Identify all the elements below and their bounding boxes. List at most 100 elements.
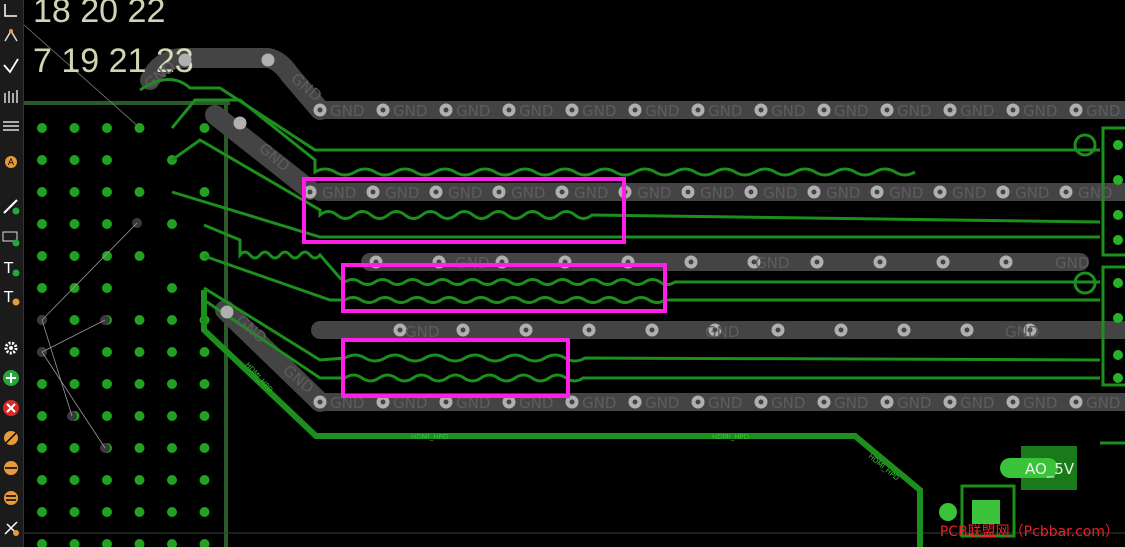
via-hole bbox=[748, 189, 754, 195]
via-hole bbox=[380, 399, 386, 405]
via-hole bbox=[460, 327, 466, 333]
gnd-label: GND bbox=[519, 102, 553, 120]
delete-icon[interactable] bbox=[1, 398, 21, 418]
via-hole bbox=[506, 107, 512, 113]
bga-pad bbox=[134, 507, 145, 517]
layer-icon[interactable] bbox=[1, 488, 21, 508]
measure-icon[interactable] bbox=[1, 428, 21, 448]
via-hole bbox=[937, 189, 943, 195]
trace bbox=[170, 98, 916, 177]
gnd-label: GND bbox=[393, 394, 427, 412]
gnd-label: GND bbox=[574, 184, 608, 202]
bga-pad bbox=[69, 347, 80, 357]
gnd-label: GND bbox=[645, 102, 679, 120]
bga-pad bbox=[37, 475, 47, 485]
via bbox=[178, 53, 192, 67]
via-hole bbox=[947, 107, 953, 113]
diff-pair-icon[interactable] bbox=[1, 56, 21, 76]
gnd-label: GND bbox=[1078, 184, 1112, 202]
length-tune-icon[interactable]: A bbox=[1, 150, 21, 170]
via-hole bbox=[649, 327, 655, 333]
bga-pad bbox=[69, 539, 80, 547]
add-icon[interactable] bbox=[1, 368, 21, 388]
multi-route-icon[interactable] bbox=[1, 86, 21, 106]
gnd-label: GND bbox=[393, 102, 427, 120]
via-hole bbox=[814, 259, 820, 265]
bga-pad bbox=[134, 347, 145, 357]
gnd-label: GND bbox=[708, 394, 742, 412]
add-component-icon[interactable] bbox=[1, 228, 21, 248]
bga-pad bbox=[37, 187, 47, 197]
bga-pad bbox=[199, 187, 210, 197]
highlight-box-3 bbox=[341, 338, 570, 398]
via-hole bbox=[874, 189, 880, 195]
bus-icon[interactable] bbox=[1, 116, 21, 136]
bga-pad bbox=[102, 507, 112, 517]
text-tool-alt-icon[interactable]: T bbox=[1, 287, 21, 307]
line-tool-icon[interactable] bbox=[1, 196, 21, 216]
route-tool-icon[interactable] bbox=[1, 0, 21, 20]
via-hole bbox=[940, 259, 946, 265]
gnd-label: GND bbox=[771, 394, 805, 412]
bga-pad bbox=[102, 379, 112, 389]
gnd-label: GND bbox=[897, 394, 931, 412]
bga-pad bbox=[102, 155, 112, 165]
bga-pad bbox=[37, 219, 47, 229]
bga-pad bbox=[167, 443, 177, 453]
svg-text:A: A bbox=[8, 158, 15, 168]
via-hole bbox=[443, 399, 449, 405]
cut-icon[interactable] bbox=[1, 518, 21, 538]
bga-pad bbox=[199, 347, 210, 357]
via-hole bbox=[1073, 107, 1079, 113]
via-hole bbox=[1073, 399, 1079, 405]
via-hole bbox=[1000, 189, 1006, 195]
svg-text:T: T bbox=[3, 259, 14, 277]
via-hole bbox=[695, 399, 701, 405]
ao5v-label: AO_5V bbox=[1025, 460, 1075, 479]
via-hole bbox=[496, 189, 502, 195]
bga-pad bbox=[167, 507, 177, 517]
via-hole bbox=[1010, 107, 1016, 113]
bga-pad bbox=[69, 219, 80, 229]
via-hole bbox=[758, 399, 764, 405]
via-hole bbox=[506, 399, 512, 405]
probe-icon[interactable] bbox=[1, 458, 21, 478]
via-hole bbox=[523, 327, 529, 333]
bga-pad bbox=[37, 411, 47, 421]
bga-pad bbox=[167, 315, 177, 325]
bga-pad bbox=[134, 123, 145, 133]
component-pad bbox=[972, 500, 1000, 524]
via-hole bbox=[821, 107, 827, 113]
bga-pad bbox=[199, 379, 210, 389]
via-hole bbox=[838, 327, 844, 333]
ao5v-pad-inner bbox=[1000, 458, 1058, 478]
gnd-label: GND bbox=[405, 323, 439, 341]
gnd-label: GND bbox=[322, 184, 356, 202]
bga-pad bbox=[199, 123, 210, 133]
gnd-label: GND bbox=[897, 102, 931, 120]
gnd-label: GND bbox=[708, 102, 742, 120]
ratsnest-line bbox=[24, 24, 141, 129]
gnd-label: GND bbox=[1023, 102, 1057, 120]
gnd-label: GND bbox=[1023, 394, 1057, 412]
text-tool-icon[interactable]: T bbox=[1, 258, 21, 278]
bga-pad bbox=[69, 283, 80, 293]
connector-pins bbox=[1113, 140, 1123, 383]
bga-pad bbox=[69, 315, 80, 325]
gnd-label: GND bbox=[834, 102, 868, 120]
svg-text:T: T bbox=[3, 288, 14, 306]
gnd-label: GND bbox=[1015, 184, 1049, 202]
via-hole bbox=[307, 189, 313, 195]
pin-numbers-bottom: 7 19 21 23 bbox=[33, 42, 194, 80]
interactive-route-icon[interactable] bbox=[1, 26, 21, 46]
bga-pad bbox=[134, 315, 145, 325]
via-hole bbox=[370, 189, 376, 195]
bga-pad bbox=[134, 379, 145, 389]
settings-icon[interactable] bbox=[1, 338, 21, 358]
via-hole bbox=[569, 107, 575, 113]
gnd-label: GND bbox=[637, 184, 671, 202]
gnd-label: GND bbox=[763, 184, 797, 202]
via-hole bbox=[317, 107, 323, 113]
gnd-label: GND bbox=[511, 184, 545, 202]
